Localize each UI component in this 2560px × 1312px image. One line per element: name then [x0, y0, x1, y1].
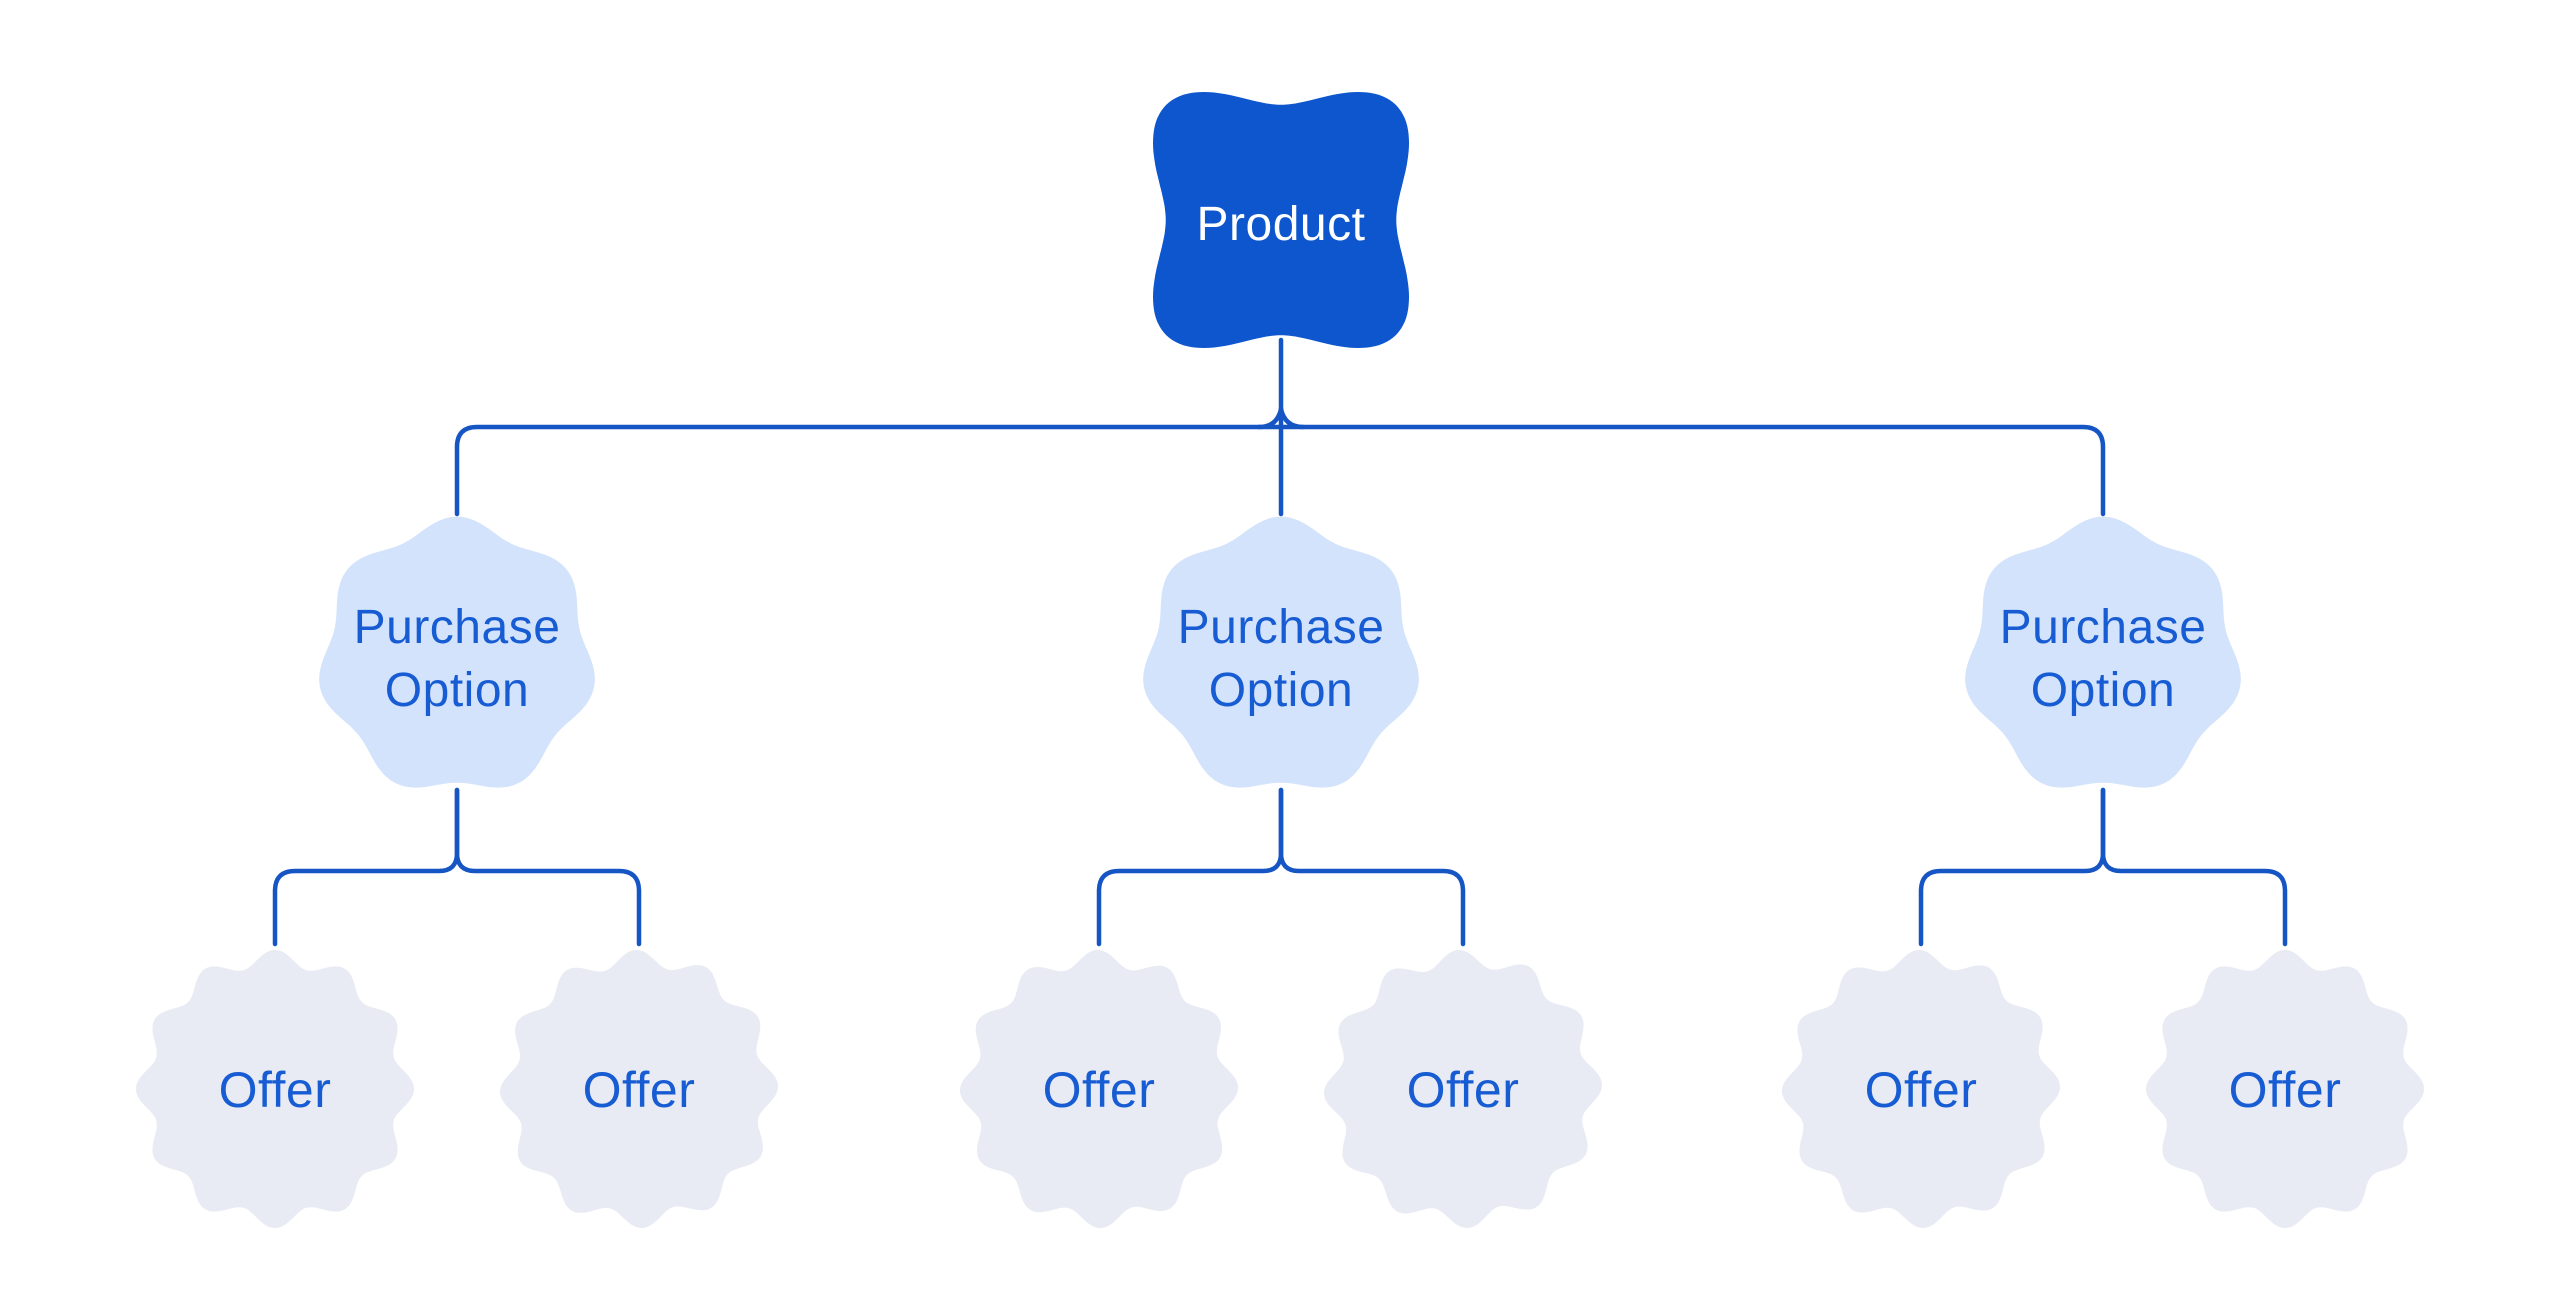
offer-node: Offer: [959, 949, 1239, 1229]
offer-node: Offer: [135, 949, 415, 1229]
connector-po2-right: [1278, 787, 1466, 947]
offer-node: Offer: [499, 949, 779, 1229]
connector-lines: [272, 337, 2288, 947]
purchase-option-node: Purchase Option: [1965, 516, 2241, 788]
product-blob: [1153, 92, 1409, 348]
offer-blob: [1782, 950, 2060, 1228]
offer-blob: [135, 949, 415, 1229]
offer-node: Offer: [1324, 950, 1602, 1228]
connector-po3-right: [2100, 787, 2288, 947]
offer-blob: [1324, 950, 1602, 1228]
offer-label: Offer: [2229, 1062, 2342, 1118]
purchase-option-label-line1: Purchase: [2000, 601, 2207, 654]
offer-blob: [959, 949, 1239, 1229]
offer-label: Offer: [1043, 1062, 1156, 1118]
purchase-option-node: Purchase Option: [1143, 516, 1419, 788]
offer-node: Offer: [1782, 950, 2060, 1228]
purchase-option-blob: [1143, 516, 1419, 788]
connector-po1-left: [272, 787, 460, 947]
purchase-option-node: Purchase Option: [319, 516, 595, 788]
purchase-option-label-line1: Purchase: [1178, 601, 1385, 654]
connector-po3-left: [1918, 787, 2106, 947]
offer-label: Offer: [1865, 1062, 1978, 1118]
offer-blob: [2145, 949, 2425, 1229]
purchase-option-blob: [319, 516, 595, 788]
product-node: Product: [1153, 92, 1409, 348]
offer-label: Offer: [1407, 1062, 1520, 1118]
connector-po2-left: [1096, 787, 1284, 947]
offer-blob: [499, 949, 779, 1229]
purchase-option-label-line2: Option: [2031, 664, 2175, 717]
offer-label: Offer: [583, 1062, 696, 1118]
purchase-option-label-line2: Option: [385, 664, 529, 717]
connector-root-fillet-right: [1278, 406, 1306, 430]
offer-label: Offer: [219, 1062, 332, 1118]
connector-po1-right: [454, 787, 642, 947]
purchase-option-label-line1: Purchase: [354, 601, 561, 654]
purchase-option-label-line2: Option: [1209, 664, 1353, 717]
offer-node: Offer: [2145, 949, 2425, 1229]
product-label: Product: [1197, 198, 1366, 251]
purchase-option-blob: [1965, 516, 2241, 788]
connector-root-rail: [454, 424, 2106, 517]
connector-root-fillet-left: [1256, 406, 1284, 430]
